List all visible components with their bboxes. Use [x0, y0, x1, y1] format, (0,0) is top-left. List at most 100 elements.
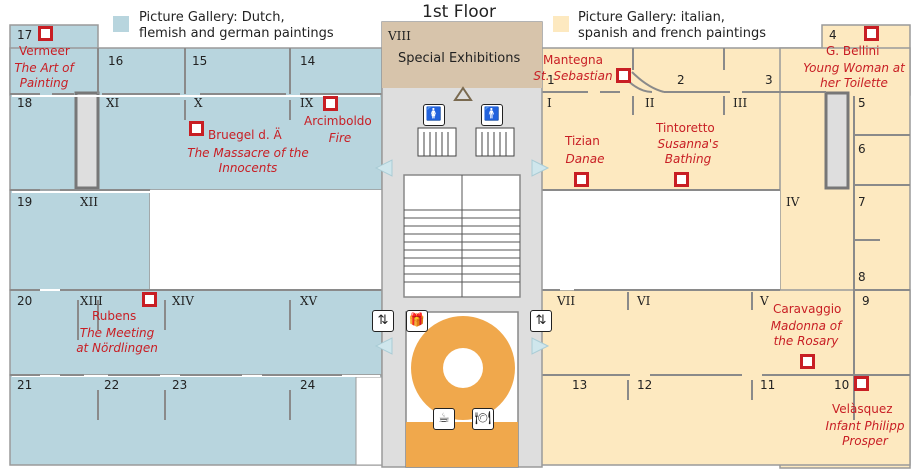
room-label: IX — [300, 96, 314, 110]
room-label: 11 — [760, 378, 776, 392]
artwork-marker-bellini[interactable] — [864, 26, 879, 41]
east-wing-upper — [539, 47, 826, 191]
west-wing-upper — [9, 47, 383, 191]
artwork-title: Madonna of the Rosary — [764, 319, 848, 349]
room-label: 17 — [17, 28, 33, 42]
artist-label: Tizian — [565, 134, 600, 148]
artwork-title-line: Fire — [328, 131, 352, 145]
room-label: 1 — [547, 73, 555, 87]
room-label: IV — [786, 195, 800, 209]
restroom-icon-women[interactable]: 🚺 — [423, 104, 445, 126]
artist-label: Caravaggio — [773, 302, 842, 316]
gift-shop-icon[interactable]: 🎁 — [406, 310, 428, 332]
artist-label: Rubens — [92, 309, 137, 323]
artwork-title-line: Innocents — [218, 161, 278, 175]
artist-label: G. Bellini — [826, 44, 880, 58]
legend-dutch-line-1: Picture Gallery: Dutch, — [139, 10, 285, 25]
room-label: 18 — [17, 96, 33, 110]
artwork-title-line: Danae — [565, 152, 605, 166]
room-label: 7 — [858, 195, 866, 209]
west-courtyard — [150, 190, 382, 290]
room-label: 9 — [862, 294, 870, 308]
artwork-marker-caravaggio[interactable] — [800, 354, 815, 369]
artwork-title-line: Prosper — [842, 434, 888, 448]
artwork-title: Danae — [560, 152, 610, 167]
artwork-title-line: The Art of — [14, 61, 74, 75]
elevator-icon-right[interactable]: ⇅ — [530, 310, 552, 332]
cafe-courtyard — [443, 348, 483, 388]
room-label: I — [547, 96, 552, 110]
artwork-marker-vermeer[interactable] — [38, 26, 53, 41]
door-arrow-upper-left — [374, 159, 393, 177]
artwork-title-line: St. Sebastian — [533, 69, 613, 83]
room-label: 15 — [192, 54, 208, 68]
room-label: 20 — [17, 294, 33, 308]
legend-dutch: Picture Gallery: Dutch, flemish and germ… — [139, 10, 334, 42]
room-label: 16 — [108, 54, 124, 68]
room-label: XII — [80, 195, 99, 209]
east-wing-lower — [539, 289, 911, 466]
artist-label: Velàsquez — [832, 402, 893, 416]
room-label: 23 — [172, 378, 188, 392]
artwork-title-line: Bathing — [664, 152, 712, 166]
artwork-title-line: The Massacre of the — [187, 146, 309, 160]
room-label: 6 — [858, 142, 866, 156]
door-arrow-upper-right — [531, 159, 550, 177]
artwork-marker-rubens[interactable] — [142, 292, 157, 307]
cafe-lower — [406, 422, 518, 467]
artwork-marker-tintoretto[interactable] — [674, 172, 689, 187]
pillar-west — [74, 91, 100, 190]
legend-swatch-italian — [553, 16, 569, 32]
room-label: VI — [637, 294, 651, 308]
cafe-icon[interactable]: ☕ — [433, 408, 455, 430]
artist-label: Vermeer — [19, 44, 70, 58]
room-label: 13 — [572, 378, 588, 392]
entrance-arrow — [453, 86, 473, 101]
room-label: III — [733, 96, 748, 110]
artwork-marker-bruegel[interactable] — [189, 121, 204, 136]
special-exhibitions-label: Special Exhibitions — [398, 51, 521, 66]
artwork-marker-mantegna[interactable] — [616, 68, 631, 83]
room-label: 4 — [829, 28, 837, 42]
artwork-title: The Art of Painting — [10, 61, 78, 91]
room-label: II — [645, 96, 655, 110]
floor-title: 1st Floor — [422, 2, 497, 22]
room-label: 19 — [17, 195, 33, 209]
artist-label: Tintoretto — [656, 121, 715, 135]
room-label: 21 — [17, 378, 33, 392]
room-label: XV — [300, 294, 318, 308]
room-label: 3 — [765, 73, 773, 87]
room-label-VIII: VIII — [388, 29, 411, 43]
artwork-title: Young Woman at her Toilette — [798, 61, 910, 91]
artwork-title: St. Sebastian — [528, 69, 618, 84]
door-arrow-lower-right — [531, 337, 550, 355]
elevator-icon-left[interactable]: ⇅ — [372, 310, 394, 332]
legend-dutch-line-2: flemish and german paintings — [139, 26, 334, 41]
room-label: 22 — [104, 378, 120, 392]
room-label: 10 — [834, 378, 850, 392]
special-exhibition-room — [382, 22, 542, 88]
room-label: 24 — [300, 378, 316, 392]
artwork-title-line: Susanna's — [657, 137, 719, 151]
artwork-title-line: her Toilette — [820, 76, 888, 90]
artwork-title-line: Painting — [19, 76, 69, 90]
door-arrow-lower-left — [374, 337, 393, 355]
artwork-title-line: Young Woman at — [803, 61, 905, 75]
room-label: XIV — [172, 294, 194, 308]
artist-label: Bruegel d. Ä — [208, 128, 282, 142]
artwork-marker-velasquez[interactable] — [854, 376, 869, 391]
artwork-title-line: at Nördlingen — [76, 341, 158, 355]
artwork-title: The Massacre of the Innocents — [178, 146, 318, 176]
room-label: 8 — [858, 270, 866, 284]
west-wing-bottom — [9, 374, 383, 466]
pillar-east — [824, 91, 850, 190]
west-wing-lower — [9, 289, 383, 376]
legend-swatch-dutch — [113, 16, 129, 32]
artwork-marker-tizian[interactable] — [574, 172, 589, 187]
room-label: 12 — [637, 378, 653, 392]
restaurant-icon[interactable]: 🍽 — [472, 408, 494, 430]
artwork-marker-arcimboldo[interactable] — [323, 96, 338, 111]
legend-italian: Picture Gallery: italian, spanish and fr… — [578, 10, 766, 42]
restroom-icon-men[interactable]: 🚹 — [481, 104, 503, 126]
